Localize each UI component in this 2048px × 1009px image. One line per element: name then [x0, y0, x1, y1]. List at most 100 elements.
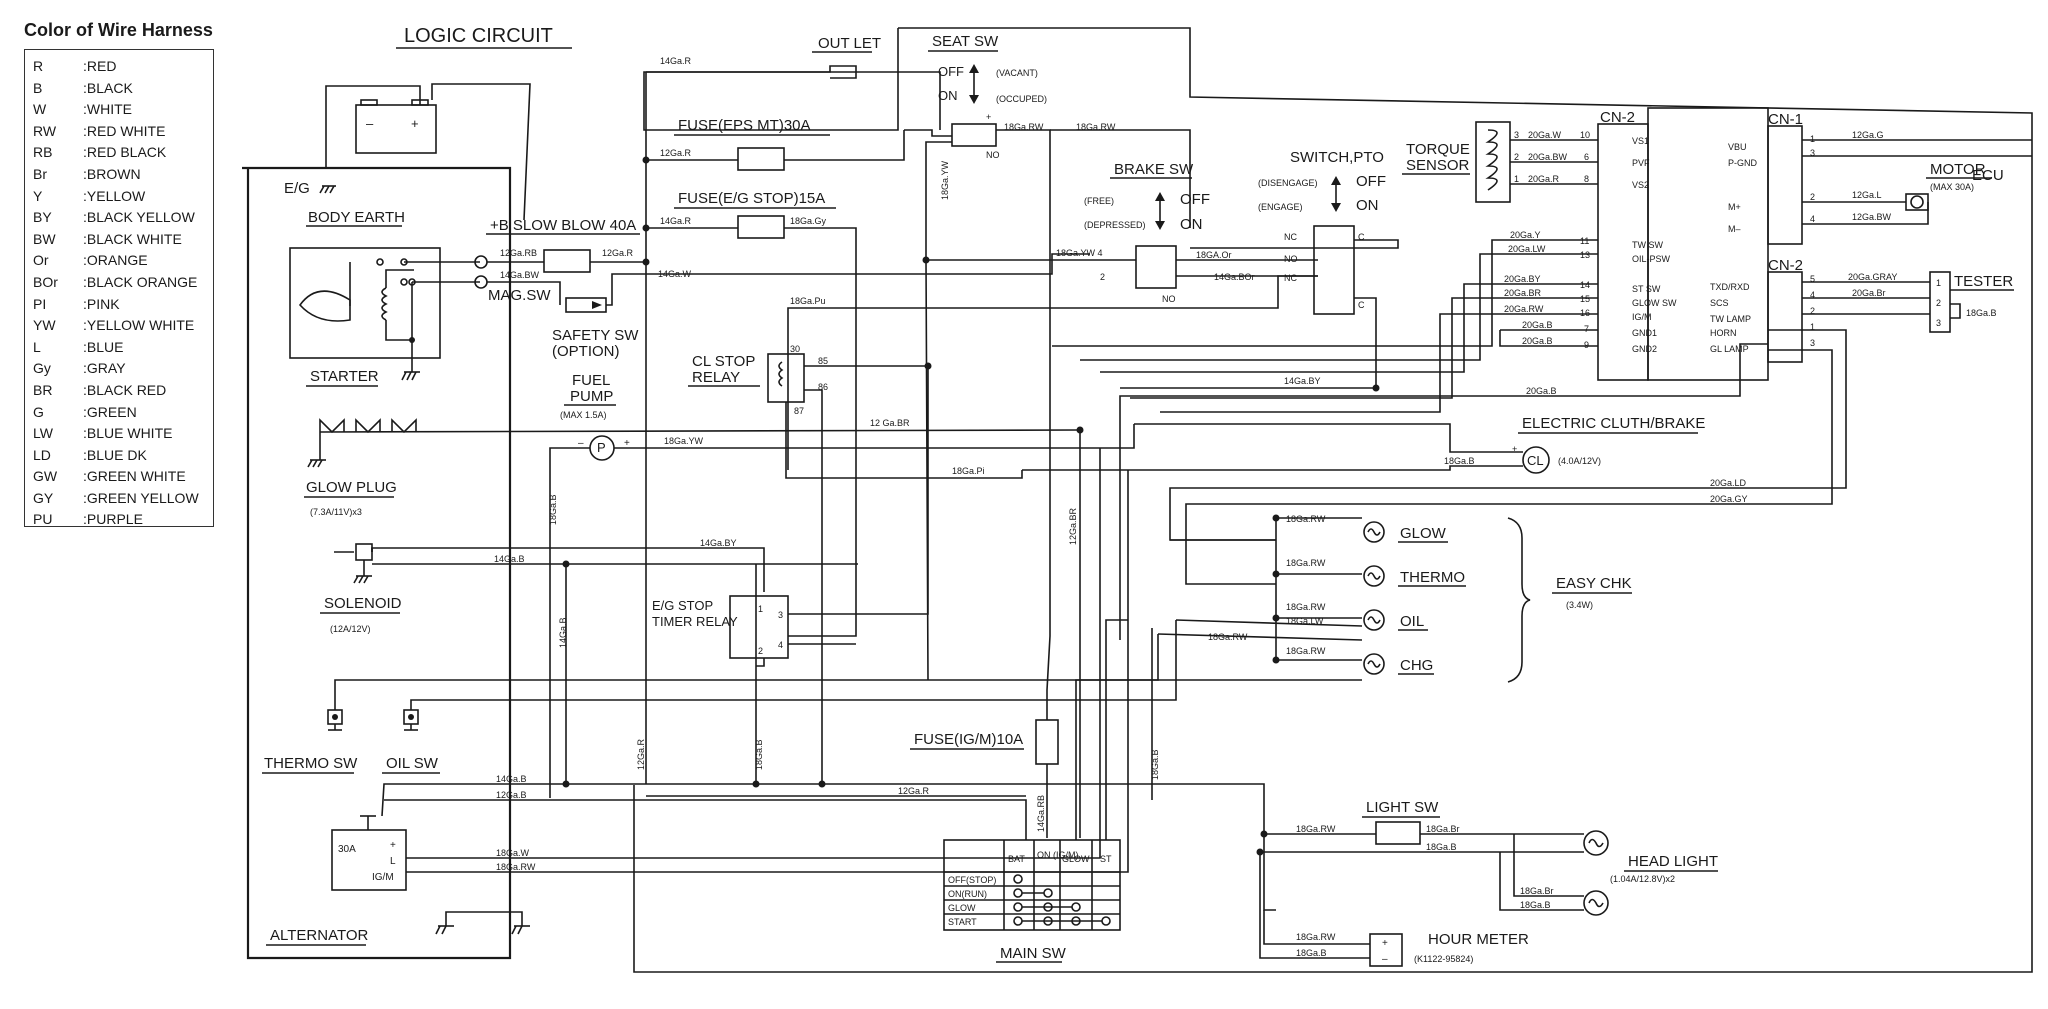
cn1-pin: 2 [1810, 192, 1815, 202]
wire-label: 18Ga.RW [1286, 514, 1326, 524]
ecu-pin: TW LAMP [1710, 314, 1751, 324]
wire-label: 20Ga.LW [1508, 244, 1546, 254]
fuse-eg-stop [737, 215, 785, 239]
brake-off-label: OFF [1180, 191, 1210, 208]
wire-label: 20Ga.LD [1710, 478, 1747, 488]
body-earth-label: BODY EARTH [308, 209, 405, 226]
battery-terminal [360, 99, 378, 106]
hour-meter-label: HOUR METER [1428, 931, 1529, 948]
pin-num: 15 [1580, 294, 1590, 304]
cn1-pin: 4 [1810, 214, 1815, 224]
legend-code: Br [33, 165, 47, 182]
wire-label: 12 Ga.BR [870, 418, 910, 428]
wire-label: 20Ga.B [1522, 320, 1553, 330]
fuel-pump-label: FUEL [572, 372, 610, 389]
relay-pin-2: 2 [758, 646, 763, 656]
ecu-pin: TXD/RXD [1710, 282, 1750, 292]
fuel-pump-p-symbol: P [597, 440, 606, 455]
legend-row: BR:BLACK RED [33, 380, 205, 402]
main-sw-row: START [948, 917, 977, 927]
pto-c: C [1358, 232, 1365, 242]
legend-color: :BLACK YELLOW [83, 209, 195, 226]
wire-18ga-pu [787, 275, 1318, 470]
outlet-label: OUT LET [818, 35, 881, 52]
legend-color: :BLACK WHITE [83, 230, 182, 247]
legend-title: Color of Wire Harness [24, 20, 213, 40]
ecu-pin: HORN [1710, 328, 1737, 338]
legend-color: :YELLOW [83, 187, 146, 204]
wire [904, 129, 952, 137]
wire-label: 14Ga.BY [1284, 376, 1321, 386]
legend-color: :BLACK [83, 79, 133, 96]
eg-stop-timer-relay [729, 595, 789, 659]
ecu-pin: GND1 [1632, 328, 1657, 338]
relay-pin-4: 4 [778, 640, 783, 650]
oil-sw-label: OIL SW [386, 755, 439, 772]
wire-label: 14Ga.BOr [1214, 272, 1255, 282]
glow-plug-spec: (7.3A/11V)x3 [310, 507, 362, 517]
ecu-pin: ST SW [1632, 284, 1661, 294]
pto-nc2: NC [1284, 273, 1297, 283]
legend-code: B [33, 79, 43, 96]
engine-harness-outline [242, 166, 512, 960]
wire-label: 14Ga.B [558, 617, 568, 648]
wire-label: 20Ga.GY [1710, 494, 1748, 504]
wire-label: 20Ga.RW [1504, 304, 1544, 314]
pin-num: 11 [1580, 236, 1589, 246]
main-sw-row: GLOW [948, 903, 976, 913]
legend-row: PU:PURPLE [33, 509, 205, 531]
torque-coil-icon [1485, 129, 1498, 191]
ecu-pin: SCS [1710, 298, 1729, 308]
relay-coil-icon [778, 361, 784, 387]
thermo-sw-label: THERMO SW [264, 755, 358, 772]
main-sw-col: BAT [1008, 854, 1025, 864]
ts-pin-3: 3 [1514, 130, 1519, 140]
wire-18ga-rw-seat [996, 129, 1051, 636]
legend-color: :WHITE [83, 101, 132, 118]
wire [1050, 129, 1191, 228]
thermo-lamp-label: THERMO [1400, 569, 1465, 586]
safety-switch-arrow-icon [592, 301, 602, 309]
wire-label: 14Ga.BY [700, 538, 737, 548]
legend-code: BY [33, 209, 52, 226]
ecu-pin-labels: VS1 PVF VS2 TW SW OIL-PSW ST SW GLOW SW … [1632, 136, 1677, 354]
seat-switch [951, 123, 997, 147]
solenoid-box [355, 543, 373, 561]
eg-stop-relay-label-2: TIMER RELAY [652, 614, 738, 629]
fuse-eps-label: FUSE(EPS MT)30A [678, 117, 811, 134]
wire-label: 14Ga.R [660, 56, 692, 66]
pto-off-label: OFF [1356, 173, 1386, 190]
motor-spec: (MAX 30A) [1930, 182, 1974, 192]
wire-label: 18Ga.RW [1296, 932, 1336, 942]
updown-arrow-icon [969, 64, 979, 104]
main-sw-row: OFF(STOP) [948, 875, 996, 885]
solenoid-spec: (12A/12V) [330, 624, 371, 634]
wire-label: 12Ga.R [660, 148, 692, 158]
wire-label: 18Ga.B [1520, 900, 1551, 910]
relay-pin-86: 86 [818, 382, 828, 392]
legend-color: :GREEN WHITE [83, 468, 186, 485]
seat-off-label: OFF [938, 64, 964, 79]
wire-18ga-b [1499, 852, 1584, 911]
wire-18ga-w [406, 448, 1101, 859]
wire [788, 366, 929, 615]
pto-nc: NC [1284, 232, 1297, 242]
seat-sw-no: NO [986, 150, 1000, 160]
wire-label: 12Ga.B [496, 790, 527, 800]
cn2-pin: 1 [1810, 322, 1815, 332]
legend-row: GY:GREEN YELLOW [33, 488, 205, 510]
ts-pin-1: 1 [1514, 174, 1519, 184]
legend-code: PU [33, 511, 53, 528]
legend-color: :BLUE WHITE [83, 425, 173, 442]
brake-on-label: ON [1180, 216, 1203, 233]
legend-row: B :BLACK [33, 78, 205, 100]
wire-label: 18Ga.Pu [790, 296, 826, 306]
wire-label: 20Ga.B [1522, 336, 1553, 346]
main-sw-col: ON (IG/M) [1037, 850, 1079, 860]
wire-label: 12Ga.R [636, 738, 646, 770]
legend-row: RW:RED WHITE [33, 121, 205, 143]
legend-color: :GRAY [83, 360, 126, 377]
main-sw-col: ST [1100, 854, 1112, 864]
cn1-pin: 1 [1810, 134, 1815, 144]
ecu-pin: GLOW SW [1632, 298, 1677, 308]
